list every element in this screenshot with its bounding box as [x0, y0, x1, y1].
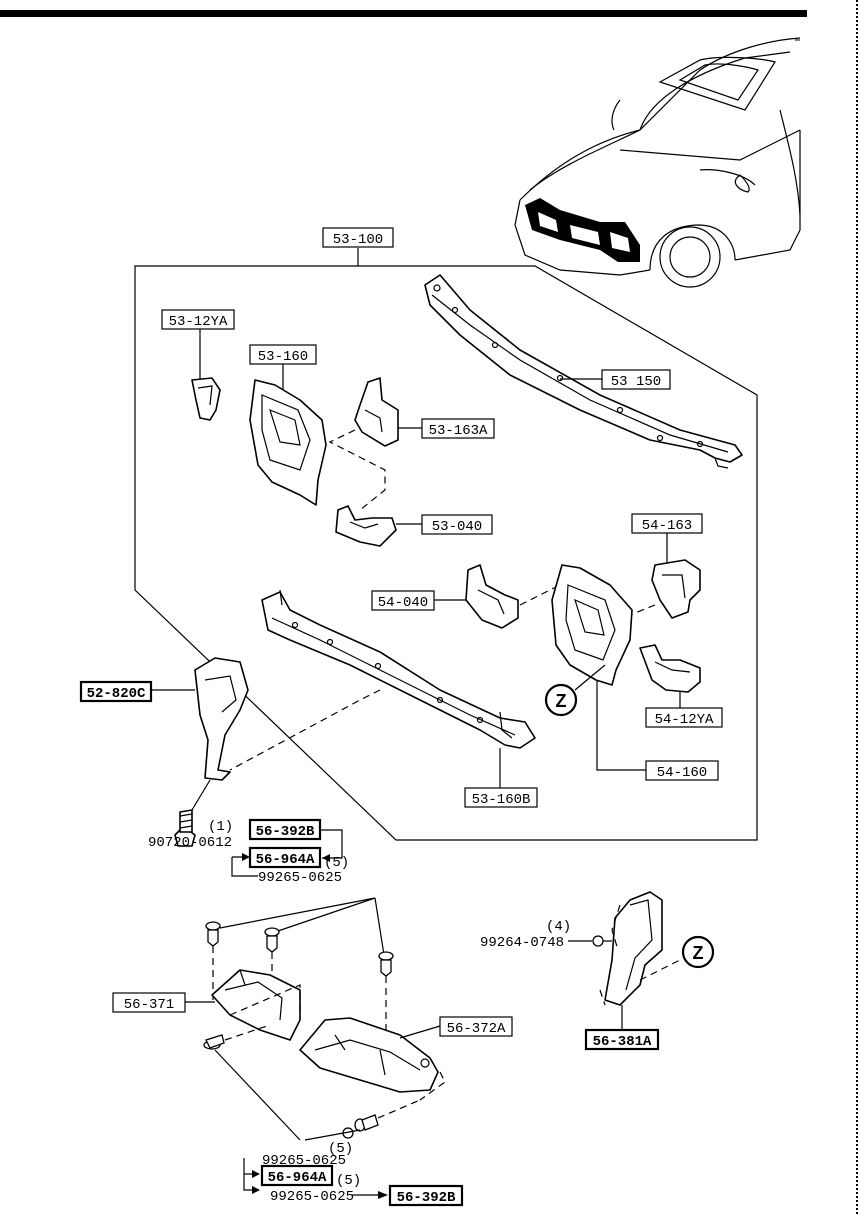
- assembly-outline: [134, 248, 758, 841]
- label-56-964a-top: 56-964A: [256, 852, 315, 868]
- label-53-100: 53-100: [333, 232, 383, 248]
- splash-shield-56-372a: [299, 1017, 446, 1101]
- screw-99264-0748: [592, 935, 612, 947]
- label-box-54-12ya: [645, 707, 723, 728]
- label-box-56-381a: [584, 1028, 660, 1051]
- screw-part-number: 99264-0748: [480, 935, 564, 951]
- label-53-150: 53 150: [611, 374, 661, 390]
- side-panel-54-160: [551, 564, 633, 686]
- top-rule: [0, 10, 807, 17]
- splash-shield-56-371: [211, 969, 301, 1041]
- arrow-392b-bottom: [378, 1191, 388, 1199]
- screw-qty: (4): [546, 919, 571, 935]
- leader-54-160: [596, 680, 646, 771]
- label-56-392b-top: 56-392B: [256, 824, 315, 840]
- label-53-12ya: 53-12YA: [169, 314, 228, 330]
- label-box-53-100: [322, 227, 394, 248]
- bolt-qty: (1): [208, 819, 233, 835]
- label-box-54-160: [645, 760, 719, 781]
- z-callout-left: [544, 683, 578, 717]
- label-56-381a: 56-381A: [593, 1034, 652, 1050]
- leader-bolt: [191, 779, 211, 811]
- label-54-160: 54-160: [657, 765, 707, 781]
- clip-mid-qty: (5): [328, 1141, 353, 1157]
- label-56-392b-bottom: 56-392B: [397, 1190, 456, 1206]
- label-box-52-820c: [79, 680, 153, 703]
- dash-54-040: [519, 584, 561, 606]
- bolt-part-number: 90720-0612: [148, 835, 232, 851]
- leader-56-372a: [399, 1025, 441, 1039]
- dash-54-163: [629, 604, 656, 616]
- bracket-54-163: [651, 559, 701, 619]
- bracket-53-163a: [354, 377, 399, 447]
- clip-bottom-part-number: 99265-0625: [270, 1189, 354, 1205]
- bracket-54-12ya: [639, 644, 701, 693]
- clip-bottom-qty: (5): [336, 1173, 361, 1189]
- z-callout-right: [681, 935, 715, 969]
- dash-lower-clips: [224, 1024, 421, 1119]
- label-box-53-12ya: [161, 309, 235, 330]
- z-callout-left-text: Z: [556, 691, 567, 711]
- bolt-90720-0612: [174, 809, 196, 847]
- arrow-392b-top: [322, 854, 330, 862]
- label-box-53-163a: [421, 418, 495, 439]
- label-box-53-150: [601, 369, 671, 390]
- bracket-53-12ya: [191, 377, 221, 421]
- side-shield-56-381a: [599, 891, 663, 1006]
- clip-3: [378, 951, 394, 977]
- label-52-820c: 52-820C: [87, 686, 146, 702]
- z-callout-right-text: Z: [693, 943, 704, 963]
- label-box-56-372a: [439, 1016, 513, 1037]
- side-panel-53-160: [249, 379, 327, 506]
- label-53-163a: 53-163A: [429, 423, 488, 439]
- label-53-040: 53-040: [432, 519, 482, 535]
- lower-support-53-160b: [261, 589, 536, 749]
- clip-1: [205, 921, 221, 947]
- label-53-160: 53-160: [258, 349, 308, 365]
- upper-support-53-150: [424, 274, 743, 469]
- car-illustration: [514, 37, 801, 288]
- label-53-160b: 53-160B: [472, 792, 531, 808]
- label-54-12ya: 54-12YA: [655, 712, 714, 728]
- label-box-56-392b-bottom: [388, 1184, 464, 1207]
- label-box-53-160b: [464, 787, 538, 808]
- label-56-372a: 56-372A: [447, 1021, 506, 1037]
- bracket-54-040: [465, 564, 519, 629]
- dash-53-160b: [229, 689, 381, 771]
- clip-top-part-number: 99265-0625: [258, 870, 342, 886]
- clip-4: [203, 1034, 225, 1050]
- label-54-163: 54-163: [642, 518, 692, 534]
- bracket-53-040: [335, 505, 397, 547]
- label-56-964a-bottom: 56-964A: [268, 1170, 327, 1186]
- bracket-line-392b: [320, 829, 343, 859]
- arrow-bottom-pn: [252, 1186, 260, 1194]
- label-box-53-040: [421, 514, 493, 535]
- label-box-56-964a-bottom: [260, 1164, 334, 1187]
- dash-53-163a: [328, 429, 386, 511]
- clip-2: [264, 927, 280, 953]
- clip-5: [354, 1114, 379, 1132]
- label-56-371: 56-371: [124, 997, 174, 1013]
- bracket-52-820c: [194, 657, 249, 781]
- leader-clips-bottom: [214, 1049, 361, 1141]
- bracket-line-964a: [231, 857, 258, 877]
- clip-top-qty: (5): [324, 855, 349, 871]
- leader-clips-top: [219, 897, 385, 956]
- leader-z-right: [639, 959, 681, 981]
- leader-z-left: [574, 664, 606, 691]
- arrow-964a-bottom: [252, 1170, 260, 1178]
- label-54-040: 54-040: [378, 595, 428, 611]
